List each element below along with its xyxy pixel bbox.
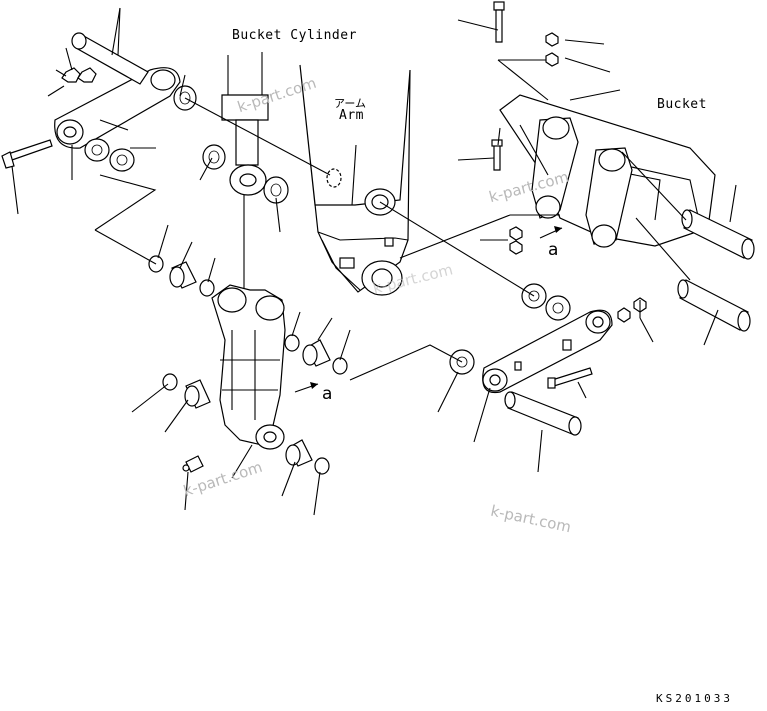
upper-link-plate <box>54 67 181 149</box>
upper-pin <box>71 7 149 85</box>
bolt-left <box>1 139 53 169</box>
washers-left <box>84 85 289 204</box>
leader-lines <box>11 7 737 516</box>
drawing-code: KS201033 <box>656 692 733 705</box>
bucket-pins-right <box>677 209 755 332</box>
assembly-lines <box>94 59 691 381</box>
view-mark-a-left: a <box>322 384 333 404</box>
link-assembly <box>211 284 286 450</box>
view-mark-a-right: a <box>548 240 559 260</box>
lower-link-plate <box>482 309 613 394</box>
bucket-label: Bucket <box>657 97 707 112</box>
arm-label: Arm <box>339 108 364 123</box>
bucket-cylinder-rod <box>221 52 269 300</box>
nuts-upper-left <box>61 67 97 83</box>
bucket-cylinder-label: Bucket Cylinder <box>232 28 357 43</box>
washers-right <box>449 283 647 375</box>
arm-part <box>299 64 411 296</box>
view-arrows <box>294 226 563 393</box>
arm-jp-label: アーム <box>334 97 367 110</box>
bolts-top-right <box>491 1 559 255</box>
grease-fitting <box>182 455 204 473</box>
lower-pin-right <box>504 367 593 436</box>
bucket-part <box>499 94 716 248</box>
